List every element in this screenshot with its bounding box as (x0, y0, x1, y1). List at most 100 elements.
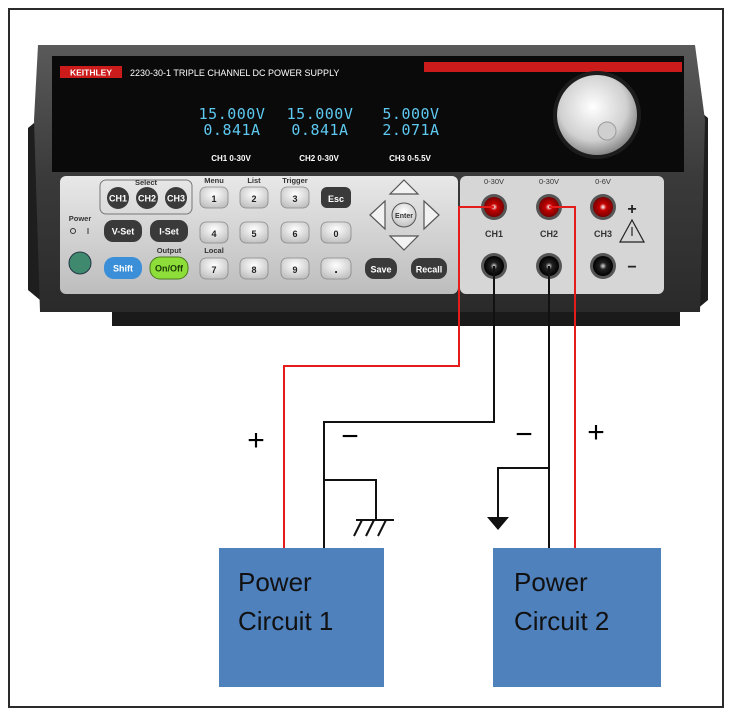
ch2-voltage: 15.000V (287, 105, 354, 123)
power-circuit-2-box: Power Circuit 2 (493, 548, 661, 687)
recall-button[interactable]: Recall (411, 258, 447, 279)
key-9-label: 9 (292, 265, 297, 275)
ch1-ground-branch (324, 479, 377, 520)
key-7-label: 7 (211, 265, 216, 275)
warning-triangle-icon (618, 218, 646, 243)
key-3[interactable]: 3 (280, 186, 310, 209)
circuit1-minus-sign: − (341, 420, 359, 453)
trigger-label: Trigger (282, 176, 308, 185)
power-circuit-1-line2: Circuit 1 (238, 606, 333, 636)
key-2-label: 2 (251, 194, 256, 204)
ch1-current: 0.841A (203, 121, 260, 139)
chassis-ground-icon (353, 519, 394, 537)
save-button[interactable]: Save (365, 258, 397, 279)
ch2-select-label: CH2 (138, 194, 156, 204)
key-2[interactable]: 2 (239, 186, 269, 209)
select-label: Select (135, 178, 158, 187)
decimal-key-label: . (334, 261, 338, 276)
ch1-positive-wire (283, 206, 494, 548)
circuit2-plus-sign: + (587, 416, 605, 449)
key-9[interactable]: 9 (280, 257, 310, 280)
decimal-key[interactable]: . (320, 257, 352, 280)
ch1-negative-wire (323, 266, 495, 548)
arrow-right-icon[interactable] (423, 199, 440, 231)
terminal-plus-sign: + (627, 201, 636, 218)
ch1-voltage: 15.000V (199, 105, 266, 123)
ch2-select-button[interactable]: CH2 (136, 187, 158, 209)
key-0[interactable]: 0 (320, 221, 352, 244)
ch3-select-label: CH3 (167, 194, 185, 204)
power-button[interactable] (68, 251, 92, 275)
menu-label: Menu (204, 176, 224, 185)
iset-label: I-Set (159, 227, 179, 237)
ch1-select-label: CH1 (109, 194, 127, 204)
power-label: Power (69, 214, 92, 223)
iset-button[interactable]: I-Set (150, 220, 188, 242)
ch2-ground-branch (497, 467, 549, 518)
save-label: Save (370, 265, 391, 275)
signal-ground-icon (487, 517, 509, 530)
key-1-label: 1 (211, 194, 216, 204)
adjust-knob[interactable] (557, 75, 637, 155)
ch2-current: 0.841A (291, 121, 348, 139)
knob-dimple (597, 121, 617, 141)
list-label: List (247, 176, 261, 185)
ch1-terminal-range: 0-30V (484, 177, 504, 186)
power-circuit-2-line2: Circuit 2 (514, 606, 609, 636)
model-title: 2230-30-1 TRIPLE CHANNEL DC POWER SUPPLY (130, 68, 339, 78)
brand-badge (60, 66, 122, 78)
esc-button[interactable]: Esc (321, 187, 351, 208)
arrow-pad: Enter (369, 179, 440, 251)
ch1-select-button[interactable]: CH1 (107, 187, 129, 209)
key-8-label: 8 (251, 265, 256, 275)
enter-label: Enter (395, 213, 413, 220)
power-circuit-1-line1: Power (238, 567, 312, 597)
arrow-down-icon[interactable] (388, 235, 420, 251)
ch1-terminal-label: CH1 (485, 229, 503, 239)
power-circuit-2-line1: Power (514, 567, 588, 597)
ch3-terminal-label: CH3 (594, 229, 612, 239)
key-4[interactable]: 4 (199, 221, 229, 244)
ch3-positive-terminal[interactable] (593, 197, 613, 217)
arrow-left-icon[interactable] (369, 199, 386, 231)
output-label: Output (157, 246, 182, 255)
device-base (112, 312, 680, 326)
key-8[interactable]: 8 (239, 257, 269, 280)
key-0-label: 0 (333, 229, 338, 239)
key-7[interactable]: 7 (199, 257, 229, 280)
select-group-outline (99, 179, 193, 215)
key-4-label: 4 (211, 229, 216, 239)
key-1[interactable]: 1 (199, 186, 229, 209)
ch3-select-button[interactable]: CH3 (165, 187, 187, 209)
arrow-up-icon[interactable] (388, 179, 420, 195)
enter-button[interactable] (391, 202, 417, 228)
shift-button[interactable]: Shift (104, 257, 142, 279)
ch2-positive-wire (549, 206, 576, 548)
vset-button[interactable]: V-Set (104, 220, 142, 242)
ch2-terminal-label: CH2 (540, 229, 558, 239)
esc-label: Esc (328, 194, 344, 204)
key-6[interactable]: 6 (280, 221, 310, 244)
power-circuit-2 (493, 548, 661, 687)
key-6-label: 6 (292, 229, 297, 239)
local-label: Local (204, 246, 224, 255)
output-onoff-button[interactable]: On/Off (149, 256, 189, 280)
key-5[interactable]: 5 (239, 221, 269, 244)
ch3-current: 2.071A (382, 121, 439, 139)
ch1-range-label: CH1 0-30V (211, 154, 251, 163)
ch2-range-label: CH2 0-30V (299, 154, 339, 163)
power-circuit-1 (219, 548, 384, 687)
key-3-label: 3 (292, 194, 297, 204)
power-off-mark (70, 228, 76, 234)
ch3-terminal-range: 0-6V (595, 177, 611, 186)
circuit1-plus-sign: + (247, 424, 265, 457)
wires (283, 206, 576, 548)
ch3-negative-terminal[interactable] (593, 256, 613, 276)
circuit2-minus-sign: − (515, 418, 533, 451)
ch3-range-label: CH3 0-5.5V (389, 154, 431, 163)
key-5-label: 5 (251, 229, 256, 239)
vset-label: V-Set (112, 227, 135, 237)
recall-label: Recall (416, 265, 443, 275)
shift-label: Shift (113, 264, 133, 274)
